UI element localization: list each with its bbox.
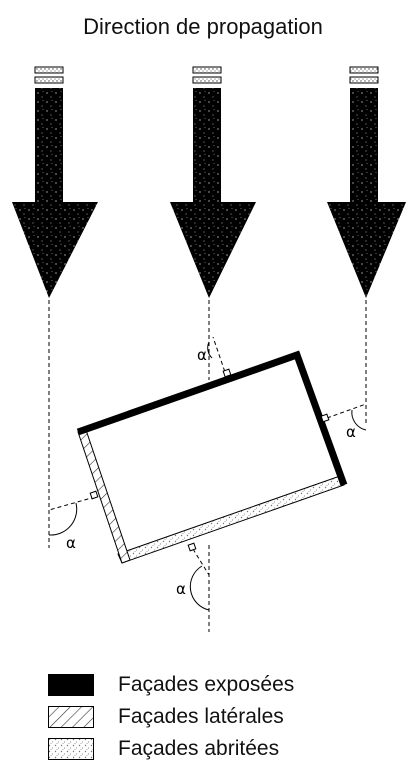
building (76, 350, 348, 564)
solid-swatch-icon (48, 674, 94, 696)
angle-label-left: α (66, 534, 76, 552)
angle-label-right: α (346, 423, 356, 441)
legend-label: Façades exposées (118, 673, 295, 696)
exposed-facade (76, 350, 348, 487)
legend-label: Façades abritées (118, 737, 280, 760)
legend-label: Façades latérales (118, 705, 284, 728)
legend-item-exposed: Façades exposées (48, 672, 294, 698)
direction-lines (48, 300, 367, 632)
diagram-title: Direction de propagation (83, 14, 323, 39)
legend-item-sheltered: Façades abritées (48, 736, 279, 762)
propagation-diagram: α α α α (12, 66, 406, 632)
angle-label-bottom: α (176, 580, 186, 598)
angle-labels: α α α α (66, 346, 356, 598)
hatch-swatch-icon (48, 706, 94, 728)
angle-marks (48, 336, 367, 611)
propagation-arrow-left (12, 66, 98, 298)
propagation-arrow-middle (170, 66, 256, 298)
dots-swatch-icon (48, 738, 94, 760)
legend-item-lateral: Façades latérales (48, 704, 284, 730)
angle-label-top: α (197, 346, 207, 364)
propagation-arrow-right (327, 66, 406, 298)
